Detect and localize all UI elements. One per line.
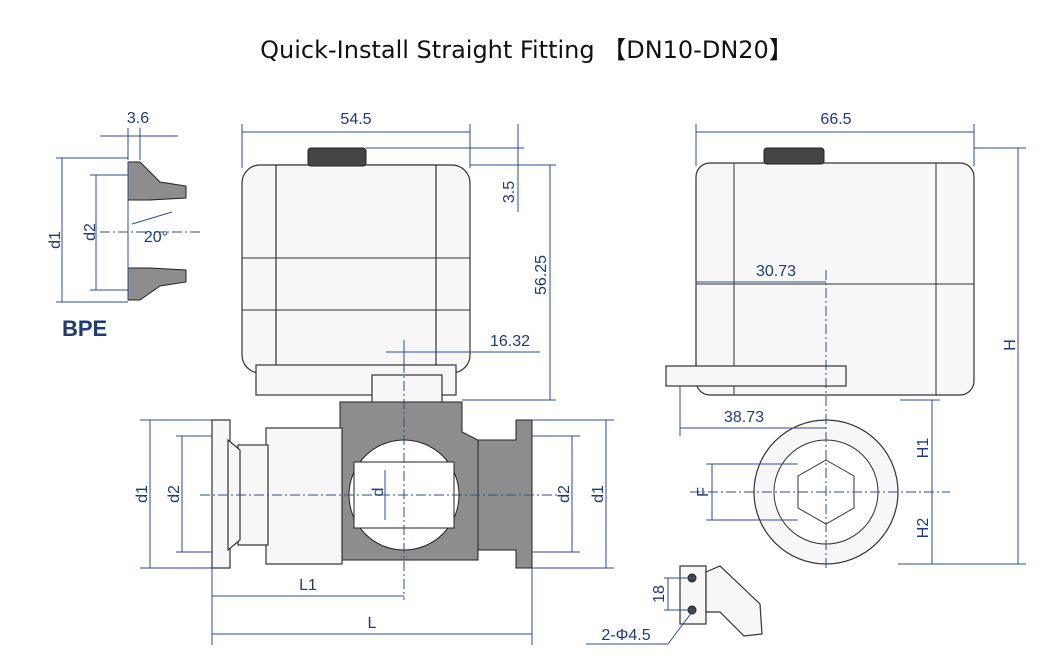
right-union-section	[477, 419, 533, 569]
side-H2-label: H2	[915, 518, 932, 539]
side-view: 66.5 30.73 38.73 H H1 H2 F	[665, 111, 1026, 570]
bpe-flange-upper	[127, 161, 187, 201]
side-H1-label: H1	[915, 438, 932, 459]
front-height-label: 56.25	[533, 255, 550, 295]
side-offset1-label: 30.73	[756, 263, 796, 280]
front-d-inner-label: d	[370, 488, 387, 497]
diagram-title: Quick-Install Straight Fitting 【DN10-DN2…	[260, 36, 793, 64]
bracket-holes-label: 2-Φ4.5	[601, 627, 650, 644]
bracket-arm	[705, 565, 763, 637]
bpe-flange-lower	[127, 267, 187, 301]
bpe-wall-label: 3.6	[127, 110, 149, 127]
side-F-label: F	[695, 487, 712, 497]
front-view: 54.5 3.5 56.25 16.32 d1 d2 d d2	[134, 111, 614, 645]
mounting-bracket	[665, 365, 847, 387]
front-L-label: L	[368, 615, 377, 632]
side-width-label: 66.5	[820, 111, 851, 128]
bracket-detail: 18 2-Φ4.5	[586, 565, 763, 645]
valve-stem	[371, 374, 443, 404]
manual-knob	[307, 147, 367, 167]
bpe-d2-label: d2	[82, 223, 99, 241]
left-union-nut	[265, 427, 343, 565]
left-clamp-flange	[211, 419, 231, 569]
side-actuator-housing	[695, 162, 975, 396]
bracket-spacing-label: 18	[651, 585, 668, 603]
front-L1-label: L1	[299, 577, 317, 594]
front-d1-right-label: d1	[590, 485, 607, 503]
actuator-center-panel	[275, 164, 437, 374]
side-H-label: H	[1002, 339, 1019, 351]
front-top-offset-label: 3.5	[501, 181, 518, 203]
bpe-d1-label: d1	[47, 231, 64, 249]
front-stem-label: 16.32	[490, 333, 530, 350]
bpe-label: BPE	[62, 316, 108, 341]
front-d1-left-label: d1	[134, 485, 151, 503]
front-d2-left-label: d2	[166, 485, 183, 503]
side-manual-knob	[763, 147, 825, 165]
bpe-flange-detail: d1 d2 3.6 20°	[47, 110, 200, 303]
bpe-angle-label: 20°	[144, 229, 168, 246]
front-width-label: 54.5	[340, 111, 371, 128]
side-offset2-label: 38.73	[724, 409, 764, 426]
front-d2-right-label: d2	[556, 485, 573, 503]
